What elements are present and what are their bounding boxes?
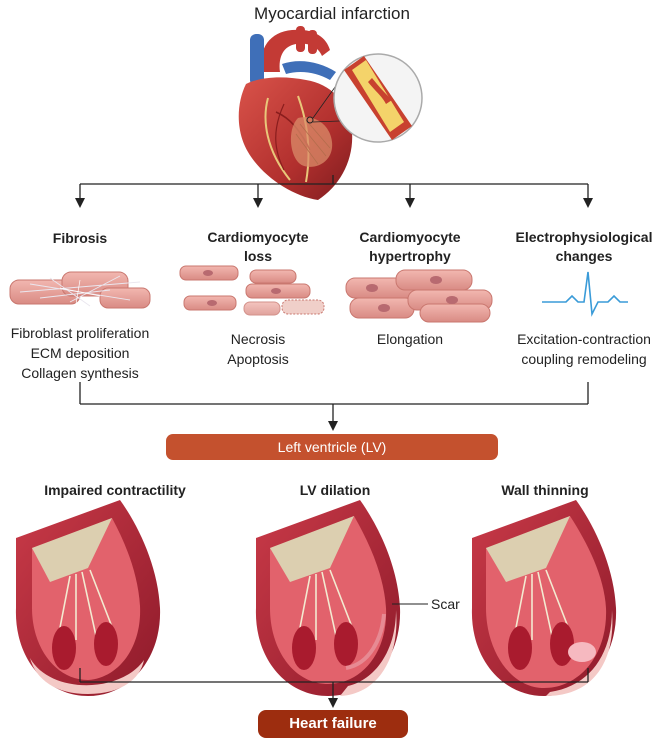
heart-failure-label: Heart failure <box>258 710 408 738</box>
merge-connectors <box>79 382 589 431</box>
mechanism-desc-line: coupling remodeling <box>521 351 647 367</box>
mechanism-desc-cardiomyocyte-hypertrophy: Elongation <box>340 329 480 349</box>
outcome-wall-thinning: Wall thinning <box>501 482 589 498</box>
hypertrophy-cells-icon <box>345 269 493 323</box>
mechanism-desc-line: Fibroblast proliferation <box>10 325 150 341</box>
heart-illustration <box>238 26 367 200</box>
left-ventricle-label: Left ventricle (LV) <box>166 434 498 460</box>
fibrosis-cells-icon <box>9 271 151 309</box>
mechanism-title-fibrosis: Fibrosis <box>20 229 140 248</box>
diagram-title: Myocardial infarction <box>254 4 410 23</box>
outcome-impaired-contractility: Impaired contractility <box>44 482 186 498</box>
mechanism-desc-line: Collagen synthesis <box>21 365 139 381</box>
lv-impaired-contractility-illustration <box>15 500 161 696</box>
mechanism-desc-line: Necrosis <box>230 331 286 347</box>
bottom-merge-connectors <box>79 668 589 708</box>
mechanism-desc-line: Excitation-contraction <box>517 331 651 347</box>
mechanism-desc-fibrosis: Fibroblast proliferation ECM deposition … <box>0 323 160 383</box>
mechanism-title-cardiomyocyte-hypertrophy: Cardiomyocyte hypertrophy <box>340 228 480 266</box>
lv-wall-thinning-illustration <box>471 500 617 696</box>
cardiomyocyte-loss-cells-icon <box>179 265 325 316</box>
mechanism-desc-electrophysiological-changes: Excitation-contraction coupling remodeli… <box>504 329 664 369</box>
mechanism-title-line: Electrophysiological <box>515 229 653 245</box>
scar-label: Scar <box>431 596 460 612</box>
mechanism-desc-cardiomyocyte-loss: Necrosis Apoptosis <box>188 329 328 369</box>
mechanism-title-cardiomyocyte-loss: Cardiomyocyte loss <box>188 228 328 266</box>
mechanism-title-line: Cardiomyocyte <box>207 229 309 245</box>
mechanism-title-line: loss <box>243 248 272 264</box>
outcome-lv-dilation: LV dilation <box>299 482 371 498</box>
mechanism-desc-line: ECM deposition <box>30 345 130 361</box>
top-branch-connectors <box>75 175 593 208</box>
mechanism-title-line: Cardiomyocyte <box>359 229 461 245</box>
mechanism-title-line: changes <box>555 248 613 264</box>
ecg-waveform-icon <box>542 271 628 317</box>
mechanism-title-electrophysiological-changes: Electrophysiological changes <box>504 228 664 266</box>
mechanism-desc-line: Elongation <box>376 331 444 347</box>
mechanism-desc-line: Apoptosis <box>227 351 289 367</box>
mechanism-title-line: Fibrosis <box>52 230 108 246</box>
mechanism-title-line: hypertrophy <box>369 248 451 264</box>
lv-dilation-illustration <box>255 500 401 696</box>
occluded-artery-icon <box>333 53 423 143</box>
